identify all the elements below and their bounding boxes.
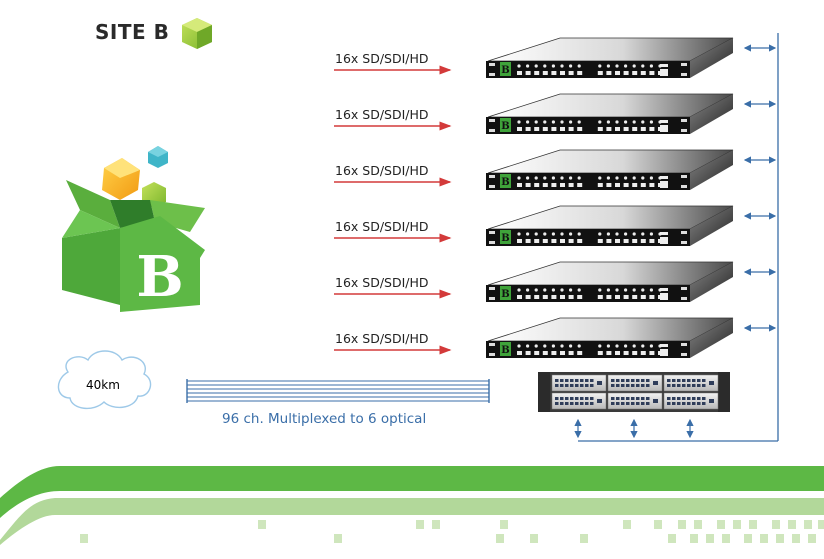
site-title: SITE B (95, 20, 170, 44)
multiplex-caption: 96 ch. Multiplexed to 6 optical (222, 411, 427, 427)
fiber-bundle (186, 379, 490, 403)
mux-module (663, 392, 719, 410)
device-badge-icon (500, 342, 511, 356)
footer-swoosh (0, 466, 824, 545)
device-badge-letter: B (501, 233, 509, 244)
device-badge-icon (500, 230, 511, 244)
mux-module (551, 392, 607, 410)
video-transceiver-device: B (486, 149, 734, 190)
footer-squares (80, 520, 824, 543)
multiplexer-panel (538, 372, 730, 412)
video-transceiver-device: B (486, 93, 734, 134)
device-badge-icon (500, 118, 511, 132)
device-badge-letter: B (501, 289, 509, 300)
cloud-icon (57, 350, 152, 409)
feed-label: 16x SD/SDI/HD (335, 219, 429, 234)
video-transceiver-device: B (486, 317, 734, 358)
video-transceiver-device: B (486, 205, 734, 246)
mux-module (663, 374, 719, 392)
video-transceiver-device: B (486, 261, 734, 302)
device-badge-letter: B (501, 345, 509, 356)
feed-label: 16x SD/SDI/HD (335, 107, 429, 122)
feed-label: 16x SD/SDI/HD (335, 51, 429, 66)
feed-label: 16x SD/SDI/HD (335, 331, 429, 346)
device-badge-letter: B (501, 177, 509, 188)
site-cube-icon (182, 18, 212, 49)
mux-module (551, 374, 607, 392)
video-transceiver-device: B (486, 37, 734, 78)
optical-bus (578, 33, 779, 442)
device-badge-icon (500, 62, 511, 76)
logo-letter: B (136, 244, 183, 310)
mux-module (607, 392, 663, 410)
feed-label: 16x SD/SDI/HD (335, 275, 429, 290)
mux-module (607, 374, 663, 392)
site-b-logo-icon (62, 146, 205, 312)
distance-label: 40km (86, 378, 120, 392)
device-badge-icon (500, 174, 511, 188)
device-badge-letter: B (501, 65, 509, 76)
device-badge-letter: B (501, 121, 509, 132)
device-badge-icon (500, 286, 511, 300)
feed-label: 16x SD/SDI/HD (335, 163, 429, 178)
